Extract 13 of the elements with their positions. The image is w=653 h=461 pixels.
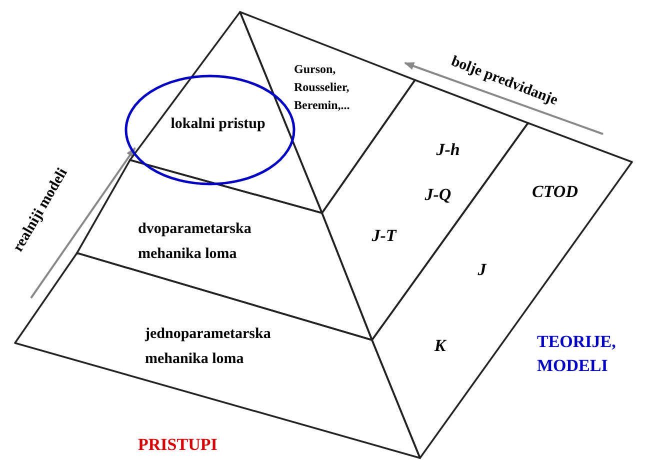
parameter-label: J-h [435,139,461,161]
category-label: TEORIJE, MODELI [537,331,617,377]
pyramid-section [372,123,632,458]
parameter-label: CTOD [531,181,579,203]
category-label: PRISTUPI [138,434,218,456]
level-label: dvoparametarska mehanika loma [138,220,252,264]
level-label: lokalni pristup [170,115,266,134]
parameter-label: K [433,335,448,357]
parameter-label: J-T [370,225,398,247]
parameter-label: J-Q [424,184,452,206]
level-label: jednoparametarska mehanika loma [145,325,272,369]
parameter-label: J [476,259,488,281]
model-list: Gurson, Rousselier, Beremin,... [294,60,376,114]
